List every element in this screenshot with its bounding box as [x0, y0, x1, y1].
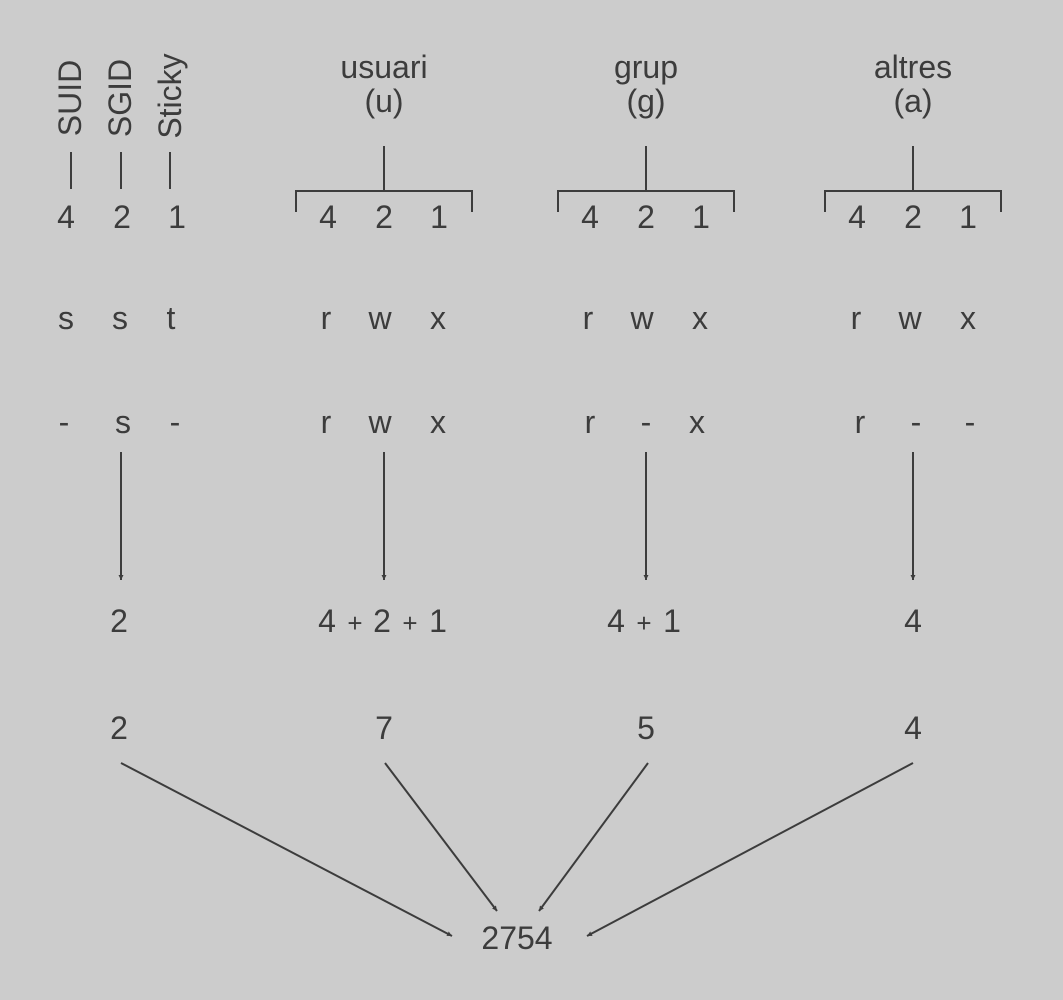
sum-u-term-0: 4: [318, 603, 336, 639]
group-abbr: (g): [626, 83, 666, 119]
weight-u-r: 4: [319, 199, 337, 235]
special-result: 2: [110, 710, 128, 746]
special-letter-sticky: t: [166, 300, 176, 336]
weight-g-x: 1: [692, 199, 710, 235]
label-suid: SUID: [52, 59, 88, 137]
arrow-altres-final: [586, 762, 914, 937]
sum-u-plus-0: +: [347, 608, 363, 638]
letter-u-x: x: [430, 300, 446, 336]
special-sum: 2: [110, 603, 128, 639]
result-g: 5: [637, 710, 655, 746]
value-g-r: r: [584, 404, 596, 440]
group-name: usuari: [340, 49, 428, 85]
letter-a-w: w: [898, 300, 922, 336]
sum-g-term-0: 4: [607, 603, 625, 639]
sum-g-term-1: 1: [663, 603, 681, 639]
letter-g-r: r: [582, 300, 594, 336]
bracket-altres: [824, 146, 1002, 212]
letter-g-w: w: [630, 300, 654, 336]
sum-u-term-1: 2: [373, 603, 391, 639]
special-value-sticky: -: [169, 404, 181, 440]
value-u-r: r: [320, 404, 332, 440]
weight-a-w: 2: [904, 199, 922, 235]
special-weight-sticky: 1: [168, 199, 186, 235]
sum-u-plus-1: +: [402, 608, 418, 638]
group-name: grup: [613, 49, 679, 85]
value-a-x: -: [964, 404, 976, 440]
group-header-grup: grup (g): [614, 50, 678, 118]
arrow-grup-final: [538, 762, 649, 912]
group-abbr: (u): [364, 83, 404, 119]
label-sticky: Sticky: [152, 53, 188, 139]
weight-a-r: 4: [848, 199, 866, 235]
group-header-altres: altres (a): [874, 50, 952, 118]
arrow-special-final: [120, 762, 453, 937]
special-value-sgid: s: [115, 404, 131, 440]
final-octal-value: 2754: [481, 920, 553, 956]
sum-a-term-0: 4: [904, 603, 922, 639]
result-u: 7: [375, 710, 393, 746]
letter-u-w: w: [368, 300, 392, 336]
sum-g-plus-0: +: [636, 608, 652, 638]
sum-u-term-2: 1: [429, 603, 447, 639]
result-a: 4: [904, 710, 922, 746]
value-u-w: w: [368, 404, 392, 440]
value-u-x: x: [430, 404, 446, 440]
value-g-x: x: [689, 404, 705, 440]
value-a-r: r: [854, 404, 866, 440]
letter-a-r: r: [850, 300, 862, 336]
weight-u-x: 1: [430, 199, 448, 235]
value-a-w: -: [910, 404, 922, 440]
special-letter-sgid: s: [112, 300, 128, 336]
value-g-w: -: [640, 404, 652, 440]
letter-u-r: r: [320, 300, 332, 336]
letter-a-x: x: [960, 300, 976, 336]
bracket-grup: [557, 146, 735, 212]
weight-u-w: 2: [375, 199, 393, 235]
group-header-usuari: usuari (u): [340, 50, 427, 118]
letter-g-x: x: [692, 300, 708, 336]
special-value-suid: -: [58, 404, 70, 440]
group-name: altres: [873, 49, 953, 85]
bracket-usuari: [295, 146, 473, 212]
special-letter-suid: s: [58, 300, 74, 336]
arrow-usuari-final: [384, 762, 498, 912]
special-weight-sgid: 2: [113, 199, 131, 235]
weight-g-w: 2: [637, 199, 655, 235]
label-sgid: SGID: [102, 58, 138, 138]
group-abbr: (a): [893, 83, 933, 119]
special-weight-suid: 4: [57, 199, 75, 235]
weight-a-x: 1: [959, 199, 977, 235]
weight-g-r: 4: [581, 199, 599, 235]
